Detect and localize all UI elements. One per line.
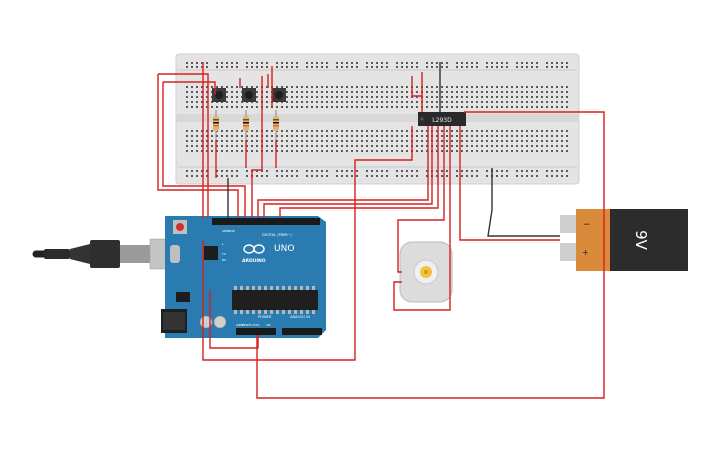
l293d-driver-chip[interactable]: L293D: [418, 112, 466, 126]
breadboard[interactable]: [175, 53, 580, 185]
analog-header-label: ANALOG IN: [290, 315, 310, 319]
tx-label: TX: [221, 252, 226, 256]
resistor-3[interactable]: [273, 110, 279, 140]
gnd-label: GND: [228, 229, 236, 233]
pushbutton-3[interactable]: [272, 88, 286, 102]
battery-9v[interactable]: − + 9V: [560, 209, 688, 271]
wires-black[interactable]: [227, 62, 560, 237]
reset-pin-label: RESET: [242, 323, 251, 327]
battery-minus-label: −: [583, 220, 591, 230]
resistor-2[interactable]: [243, 110, 249, 140]
v5-label: 5V: [256, 323, 260, 327]
rx-label: RX: [222, 258, 226, 262]
dc-motor[interactable]: [399, 241, 453, 303]
digital-header[interactable]: [212, 218, 320, 225]
arduino-uno-board[interactable]: UNO ARDUINO DIGITAL (PWM~) POWER ANALOG …: [161, 216, 326, 338]
battery-plus-label: +: [582, 248, 589, 257]
power-header-label: POWER: [258, 315, 272, 319]
aref-label: AREF: [222, 229, 230, 233]
atmega-chip: [232, 290, 318, 310]
l-led-label: L: [222, 242, 224, 246]
v33-label: 3.3V: [250, 323, 256, 327]
analog-header[interactable]: [282, 328, 322, 335]
reset-button[interactable]: [176, 223, 184, 231]
pushbutton-1[interactable]: [212, 88, 226, 102]
vin-label: VIN: [266, 323, 271, 327]
resistor-1[interactable]: [213, 110, 219, 140]
arduino-model: UNO: [274, 244, 294, 254]
arduino-logo-icon: [243, 244, 265, 254]
chip-label: L293D: [432, 117, 452, 124]
breadboard-holes: [186, 62, 568, 177]
arduino-brand: ARDUINO: [242, 258, 266, 264]
digital-header-label: DIGITAL (PWM~): [262, 233, 292, 237]
pushbutton-2[interactable]: [242, 88, 256, 102]
ioref-label: IOREF: [236, 323, 244, 327]
usb-cable[interactable]: [32, 238, 177, 270]
battery-voltage-label: 9V: [632, 230, 650, 251]
power-header[interactable]: [236, 328, 276, 335]
wires[interactable]: [157, 62, 605, 399]
